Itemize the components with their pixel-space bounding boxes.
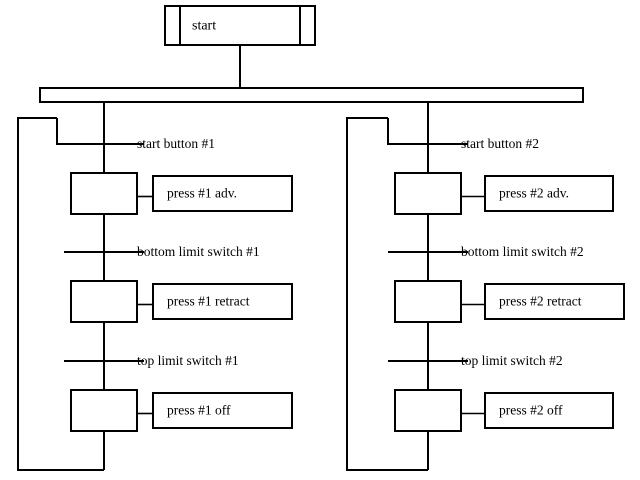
transition-label: bottom limit switch #2 xyxy=(461,244,584,259)
step-box[interactable] xyxy=(70,280,138,323)
action-box-label: press #2 retract xyxy=(499,294,582,309)
transition-label: start button #1 xyxy=(137,136,215,151)
step-box[interactable] xyxy=(70,389,138,432)
transition-label: top limit switch #1 xyxy=(137,353,239,368)
step-box[interactable] xyxy=(394,389,462,432)
action-box[interactable] xyxy=(484,392,614,429)
action-box[interactable] xyxy=(152,283,293,320)
initial-step-outer-box xyxy=(164,5,316,46)
sfc-branch-1: start button #1 press #1 adv. bottom limit… xyxy=(17,102,293,471)
action-box-label: press #1 off xyxy=(167,403,231,418)
initial-step-label: start xyxy=(192,19,216,34)
initial-step-start[interactable]: start xyxy=(164,5,316,46)
transition-label: top limit switch #2 xyxy=(461,353,563,368)
sfc-branch-2: start button #2 press #2 adv. bottom limit… xyxy=(346,102,625,471)
action-box-label: press #2 adv. xyxy=(499,186,569,201)
step-box[interactable] xyxy=(394,172,462,215)
action-box[interactable] xyxy=(152,175,293,212)
simultaneous-divergence-bar xyxy=(39,87,584,103)
action-box[interactable] xyxy=(484,175,614,212)
action-box-label: press #2 off xyxy=(499,403,563,418)
step-box[interactable] xyxy=(394,280,462,323)
branches-layer: start button #1 press #1 adv. bottom limit… xyxy=(17,102,625,471)
action-box[interactable] xyxy=(152,392,293,429)
transition-label: start button #2 xyxy=(461,136,539,151)
transition-label: bottom limit switch #1 xyxy=(137,244,260,259)
action-box-label: press #1 retract xyxy=(167,294,250,309)
step-box[interactable] xyxy=(70,172,138,215)
action-box-label: press #1 adv. xyxy=(167,186,237,201)
action-box[interactable] xyxy=(484,283,625,320)
